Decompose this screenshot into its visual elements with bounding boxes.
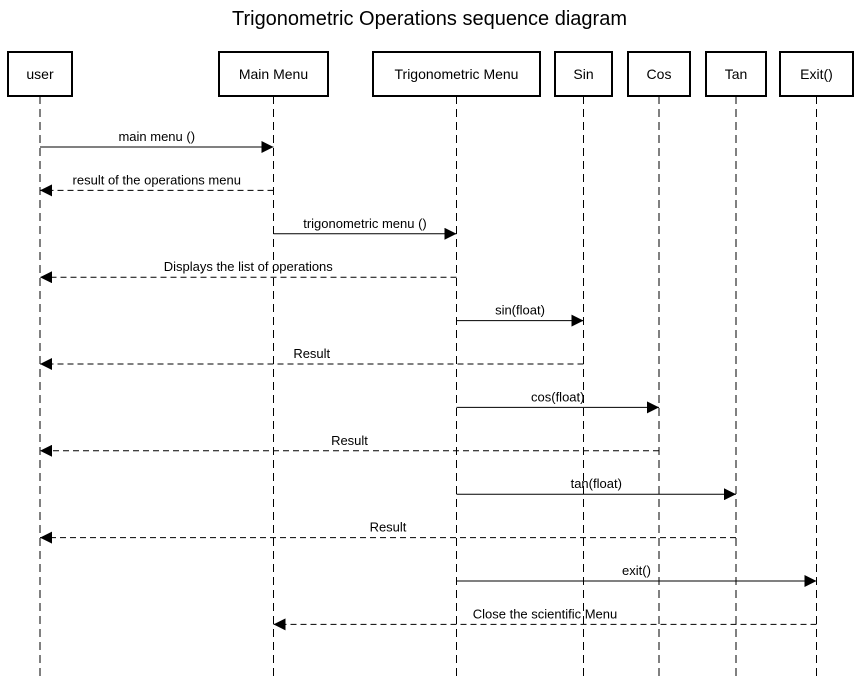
participant-label: Main Menu: [239, 66, 308, 82]
participant-user[interactable]: user: [7, 51, 73, 97]
message-label: Displays the list of operations: [164, 259, 334, 274]
participant-label: Cos: [647, 66, 672, 82]
message-12: Close the scientific Menu: [273, 606, 817, 631]
message-9: tan(float): [456, 476, 736, 501]
message-8: Result: [40, 433, 659, 457]
message-label: Result: [293, 346, 330, 361]
participant-box: [554, 51, 613, 97]
message-label: main menu (): [118, 129, 195, 144]
messages-group: main menu () result of the operations men…: [40, 129, 817, 631]
participant-tan[interactable]: Tan: [705, 51, 767, 97]
message-5: sin(float): [456, 303, 584, 327]
participant-box: [627, 51, 691, 97]
participant-main[interactable]: Main Menu: [218, 51, 329, 97]
message-label: Result: [331, 433, 368, 448]
lifelines-group: [39, 96, 817, 680]
participant-trig[interactable]: Trigonometric Menu: [372, 51, 541, 97]
diagram-title: Trigonometric Operations sequence diagra…: [232, 8, 627, 30]
participant-box: [779, 51, 854, 97]
participant-label: Trigonometric Menu: [395, 66, 519, 82]
message-label: result of the operations menu: [73, 172, 241, 187]
message-label: trigonometric menu (): [303, 216, 427, 231]
participant-label: Sin: [573, 66, 593, 82]
message-3: trigonometric menu (): [273, 216, 457, 240]
participant-box: [705, 51, 767, 97]
message-label: exit(): [622, 563, 651, 578]
message-11: exit(): [456, 563, 817, 587]
message-6: Result: [40, 346, 584, 370]
message-label: cos(float): [531, 389, 584, 404]
message-label: tan(float): [571, 476, 622, 491]
message-label: Close the scientific Menu: [473, 606, 618, 621]
participant-label: Exit(): [800, 66, 833, 82]
message-10: Result: [40, 520, 736, 544]
message-4: Displays the list of operations: [40, 259, 457, 284]
message-1: main menu (): [40, 129, 274, 153]
message-label: Result: [370, 520, 407, 535]
message-2: result of the operations menu: [40, 172, 274, 197]
participant-box: [372, 51, 541, 97]
participant-label: user: [26, 66, 54, 82]
participant-box: [218, 51, 329, 97]
participant-exit[interactable]: Exit(): [779, 51, 854, 97]
message-7: cos(float): [456, 389, 659, 414]
participant-cos[interactable]: Cos: [627, 51, 691, 97]
participant-sin[interactable]: Sin: [554, 51, 613, 97]
message-label: sin(float): [495, 303, 545, 318]
participant-label: Tan: [725, 66, 748, 82]
participant-box: [7, 51, 73, 97]
participants-group: user Main Menu Trigonometric Menu Sin Cos Tan…: [7, 51, 854, 97]
